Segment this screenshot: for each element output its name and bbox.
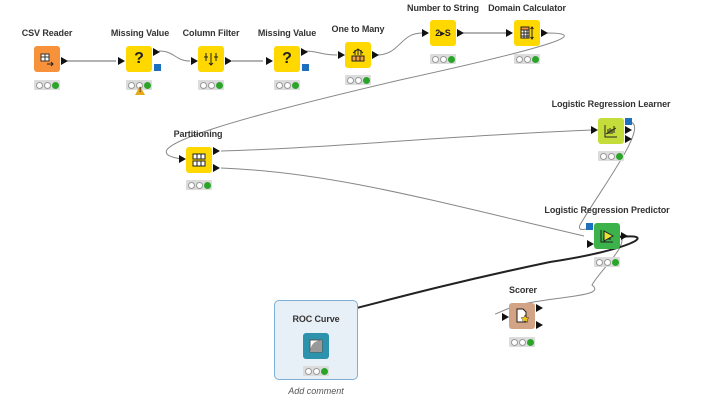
number-to-string-icon: 2▸S <box>435 27 451 38</box>
status-traffic-light <box>430 54 456 64</box>
node-missing-value-1[interactable]: ? <box>126 46 152 72</box>
flow-variable-port[interactable] <box>154 64 161 71</box>
input-port[interactable] <box>266 57 273 65</box>
status-traffic-light <box>303 366 329 376</box>
input-port[interactable] <box>591 126 598 134</box>
status-traffic-light <box>598 151 624 161</box>
question-mark-icon: ? <box>282 50 292 67</box>
question-mark-icon: ? <box>134 50 144 67</box>
node-csv-reader[interactable] <box>34 46 60 72</box>
output-port[interactable] <box>61 57 68 65</box>
node-label-lr-learner[interactable]: Logistic Regression Learner <box>551 99 671 109</box>
status-traffic-light <box>345 75 371 85</box>
status-traffic-light <box>198 80 224 90</box>
status-traffic-light <box>186 180 212 190</box>
status-traffic-light <box>594 257 620 267</box>
one-to-many-icon <box>351 48 365 62</box>
input-port[interactable] <box>118 57 125 65</box>
output-port[interactable] <box>372 51 379 59</box>
node-label-missing-value-2[interactable]: Missing Value <box>257 28 317 38</box>
node-column-filter[interactable] <box>198 46 224 72</box>
output-port[interactable] <box>625 126 632 134</box>
node-scorer[interactable] <box>509 303 535 329</box>
connection-learner-predictor[interactable] <box>579 121 636 230</box>
node-domain-calculator[interactable] <box>514 20 540 46</box>
warning-icon[interactable]: ! <box>135 86 145 95</box>
connection-missing2-onetomany[interactable] <box>303 50 338 56</box>
output-port[interactable] <box>621 232 628 240</box>
output-port[interactable] <box>213 164 220 172</box>
domain-table-icon <box>520 26 534 40</box>
table-arrow-icon <box>40 53 54 67</box>
output-port[interactable] <box>457 29 464 37</box>
node-lr-learner[interactable] <box>598 118 624 144</box>
predictor-icon <box>600 230 615 243</box>
regression-learner-icon <box>604 125 617 138</box>
status-traffic-light <box>34 80 60 90</box>
connection-onetomany-numtostr[interactable] <box>376 32 423 56</box>
output-port[interactable] <box>225 57 232 65</box>
add-comment-link[interactable]: Add comment <box>288 386 344 396</box>
node-missing-value-2[interactable]: ? <box>274 46 300 72</box>
node-label-csv-reader[interactable]: CSV Reader <box>21 28 73 38</box>
status-traffic-light <box>274 80 300 90</box>
input-port[interactable] <box>506 29 513 37</box>
output-port[interactable] <box>213 147 220 155</box>
input-port[interactable] <box>502 313 509 321</box>
node-label-domain-calculator[interactable]: Domain Calculator <box>488 3 566 13</box>
column-filter-icon <box>204 53 218 66</box>
node-label-missing-value[interactable]: Missing Value <box>110 28 170 38</box>
connection-partitioning-predictor[interactable] <box>220 167 585 237</box>
node-label-roc-curve[interactable]: ROC Curve <box>292 314 340 324</box>
node-label-scorer[interactable]: Scorer <box>509 285 537 295</box>
output-port[interactable] <box>536 304 543 312</box>
status-traffic-light <box>509 337 535 347</box>
input-port[interactable] <box>179 155 186 163</box>
connection-partitioning-learner[interactable] <box>220 129 593 152</box>
status-traffic-light <box>514 54 540 64</box>
output-port[interactable] <box>153 48 160 56</box>
input-port[interactable] <box>587 240 594 248</box>
flow-variable-port[interactable] <box>586 223 593 230</box>
node-number-to-string[interactable]: 2▸S <box>430 20 456 46</box>
node-lr-predictor[interactable] <box>594 223 620 249</box>
node-partitioning[interactable] <box>186 147 212 173</box>
flow-variable-port[interactable] <box>302 64 309 71</box>
node-label-number-to-string[interactable]: Number to String <box>407 3 479 13</box>
node-label-one-to-many[interactable]: One to Many <box>331 24 385 34</box>
scorer-icon <box>516 308 530 323</box>
flow-variable-port[interactable] <box>625 118 632 125</box>
roc-curve-icon <box>309 339 323 353</box>
node-roc-curve[interactable] <box>303 333 329 359</box>
output-port[interactable] <box>541 29 548 37</box>
input-port[interactable] <box>191 57 198 65</box>
status-traffic-light <box>126 80 152 90</box>
node-label-lr-predictor[interactable]: Logistic Regression Predictor <box>544 205 670 215</box>
node-label-column-filter[interactable]: Column Filter <box>182 28 240 38</box>
connection-domaincalc-partitioning[interactable] <box>165 32 565 160</box>
node-label-partitioning[interactable]: Partitioning <box>173 129 223 139</box>
output-port[interactable] <box>301 48 308 56</box>
output-port[interactable] <box>625 135 632 143</box>
node-one-to-many[interactable] <box>345 42 371 68</box>
connection-missing-colfilter[interactable] <box>158 50 191 62</box>
output-port[interactable] <box>536 321 543 329</box>
input-port[interactable] <box>422 29 429 37</box>
partition-icon <box>192 153 206 167</box>
input-port[interactable] <box>338 51 345 59</box>
